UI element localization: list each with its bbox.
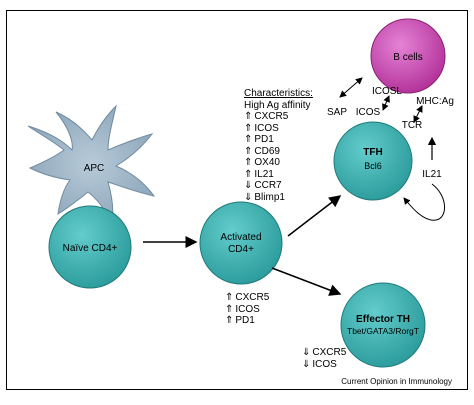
effector-marker-label: CXCR5 (312, 347, 347, 358)
effector-marker-label: ICOS (312, 358, 337, 370)
effector-marker-item: CXCR5 (302, 347, 346, 359)
up-arrow-icon (244, 169, 254, 180)
activated-marker-label: CXCR5 (235, 292, 270, 303)
up-arrow-icon (244, 111, 254, 122)
down-arrow-icon (302, 347, 312, 358)
down-arrow-icon (302, 359, 312, 370)
characteristic-label: IL21 (254, 168, 274, 180)
characteristic-label: PD1 (254, 134, 274, 145)
characteristic-item: Blimp1 (244, 192, 313, 204)
activated-marker-item: ICOS (225, 304, 269, 316)
arrow-activated-to-effector (271, 267, 342, 296)
tfh-label: TFH (363, 147, 382, 158)
up-arrow-icon (244, 146, 254, 157)
activated-marker-label: PD1 (235, 315, 255, 326)
journal-credit: Current Opinion in Immunology (341, 377, 452, 386)
activated-marker-item: CXCR5 (225, 292, 269, 304)
effector-marker-item: ICOS (302, 359, 346, 371)
tfh-cell (333, 121, 413, 201)
characteristic-item: IL21 (244, 169, 313, 181)
effector-th-sublabel: Tbet/GATA3/RorgT (347, 326, 419, 336)
activated-marker-list: CXCR5ICOSPD1 (225, 292, 269, 327)
characteristics-title: Characteristics: (244, 88, 313, 99)
activated-marker-label: ICOS (235, 303, 260, 315)
up-arrow-icon (225, 315, 235, 326)
mhc-ag-label: MHC:Ag (416, 96, 454, 107)
naive-cd4-label: Naïve CD4+ (63, 243, 118, 254)
up-arrow-icon (244, 157, 254, 168)
characteristic-item: CD69 (244, 146, 313, 158)
tcr-label: TCR (402, 120, 423, 131)
icos-label: ICOS (356, 107, 381, 118)
characteristic-label: OX40 (254, 157, 280, 168)
up-arrow-icon (225, 304, 235, 315)
b-cell-label: B cells (393, 52, 422, 63)
characteristics-panel: Characteristics: High Ag affinity CXCR5I… (244, 88, 313, 203)
activated-markers: CXCR5ICOSPD1 (225, 292, 269, 327)
activated-label-line2: CD4+ (228, 244, 254, 255)
activated-label-line1: Activated (220, 232, 261, 243)
apc-label: APC (84, 163, 105, 174)
effector-markers: CXCR5ICOS (302, 347, 346, 370)
il21-label: IL21 (422, 169, 442, 180)
up-arrow-icon (244, 134, 254, 145)
characteristics-subtitle: High Ag affinity (244, 99, 311, 111)
arrow-activated-to-tfh (287, 195, 342, 237)
characteristic-item: CXCR5 (244, 111, 313, 123)
characteristic-item: CCR7 (244, 180, 313, 192)
down-arrow-icon (244, 180, 254, 191)
up-arrow-icon (244, 123, 254, 134)
sap-label: SAP (327, 107, 347, 118)
effector-th-cell (340, 282, 426, 368)
characteristic-label: CD69 (254, 145, 280, 157)
apc-cell (27, 104, 156, 224)
up-arrow-icon (225, 292, 235, 303)
naive-cd4-cell (48, 205, 132, 289)
il21-feedback-curve (403, 183, 445, 221)
activated-marker-item: PD1 (225, 315, 269, 327)
activated-cd4-cell (199, 201, 283, 285)
down-arrow-icon (244, 192, 254, 203)
characteristic-item: ICOS (244, 123, 313, 135)
tfh-sublabel: Bcl6 (364, 161, 382, 171)
arrow-icos-icosl (382, 95, 390, 111)
characteristics-list: CXCR5ICOSPD1CD69OX40IL21CCR7Blimp1 (244, 111, 313, 203)
characteristic-item: OX40 (244, 157, 313, 169)
icosl-label: ICOSL (372, 86, 402, 97)
effector-th-label: Effector TH (356, 314, 410, 325)
characteristic-label: ICOS (254, 122, 279, 134)
b-cell (370, 18, 446, 94)
arrow-sap-icosl (339, 77, 363, 98)
effector-marker-list: CXCR5ICOS (302, 347, 346, 370)
characteristic-label: CCR7 (254, 180, 282, 191)
characteristic-label: CXCR5 (254, 111, 289, 122)
characteristic-item: PD1 (244, 134, 313, 146)
arrow-tcr-mhc (413, 105, 423, 123)
characteristic-label: Blimp1 (254, 191, 285, 203)
